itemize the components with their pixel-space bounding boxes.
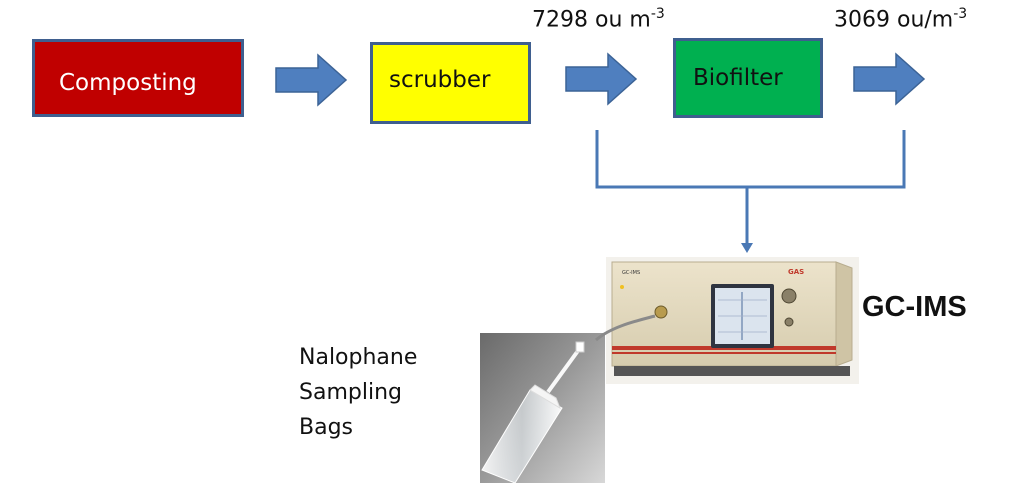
gc-ims-label: GC-IMS [862, 291, 967, 323]
concentration-value: 3069 ou/m [834, 7, 954, 33]
nalophane-bag-image [480, 314, 656, 484]
sampling-connector [595, 130, 906, 253]
composting-box: Composting [32, 39, 244, 117]
flow-arrow-1 [275, 53, 348, 107]
concentration-value: 7298 ou m [532, 7, 651, 33]
biofilter-label: Biofilter [693, 65, 783, 91]
concentration-exponent: -3 [650, 6, 665, 22]
sampling-label-line3: Bags [299, 415, 354, 440]
composting-label: Composting [59, 70, 197, 96]
sampling-label-line2: Sampling [299, 380, 402, 405]
flow-arrow-3 [853, 52, 926, 106]
instrument-panel-model: GC-IMS [622, 270, 640, 276]
concentration-exponent: -3 [953, 6, 968, 22]
scrubber-box: scrubber [370, 42, 531, 124]
biofilter-box: Biofilter [673, 38, 823, 118]
concentration-after-scrubber: 7298 ou m-3 [532, 6, 665, 32]
concentration-after-biofilter: 3069 ou/m-3 [834, 6, 967, 32]
sampling-bags-label: Nalophane Sampling Bags [299, 340, 417, 445]
scrubber-label: scrubber [389, 67, 491, 93]
sampling-label-line1: Nalophane [299, 345, 418, 370]
gc-ims-instrument-image: GC-IMS GAS [606, 257, 859, 384]
flow-arrow-2 [565, 52, 638, 106]
instrument-panel-brand: GAS [788, 268, 804, 276]
